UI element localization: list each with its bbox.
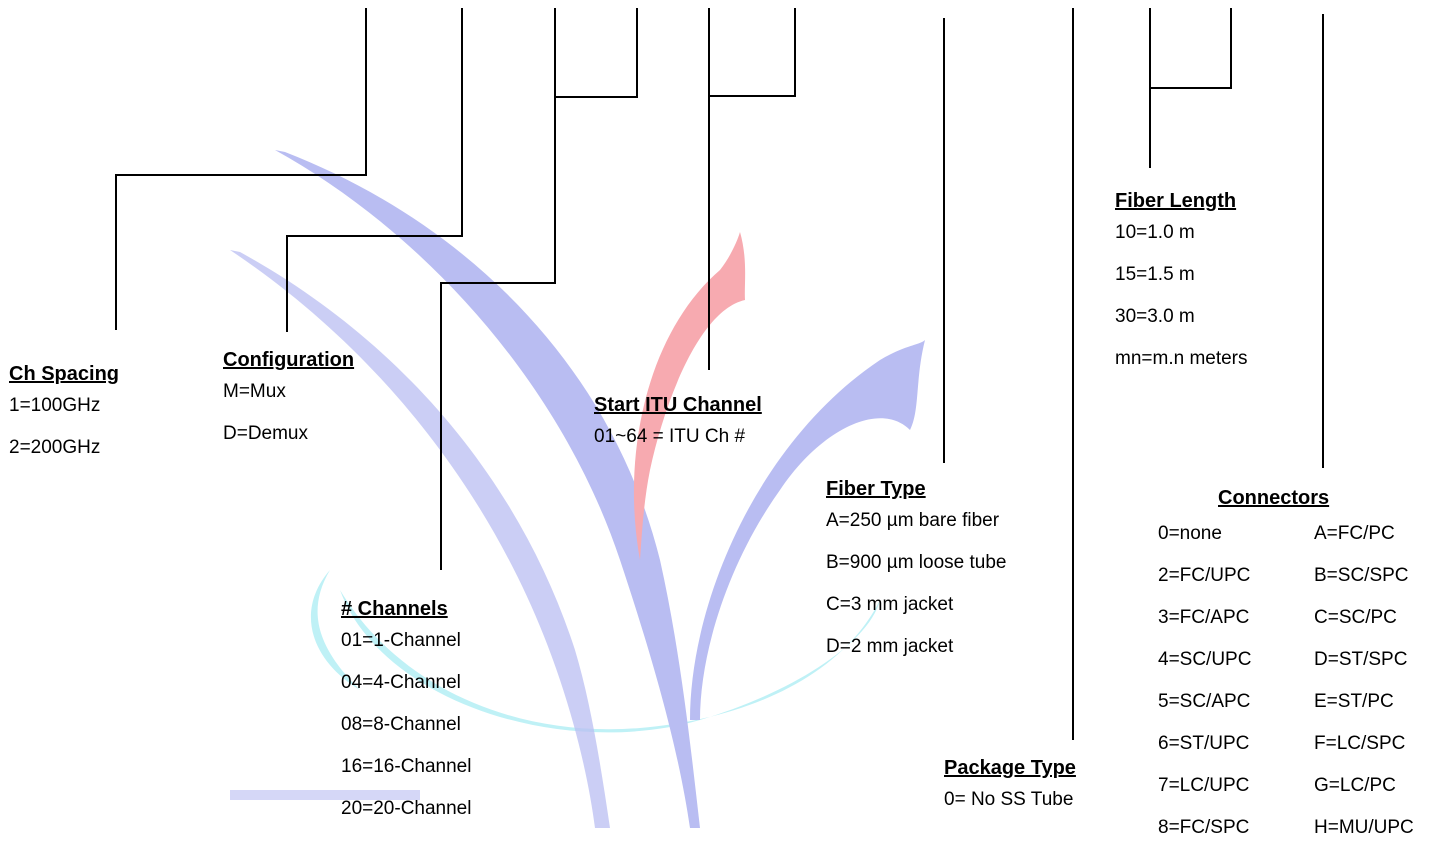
fiber-type-block: Fiber Type A=250 µm bare fiber B=900 µm … xyxy=(826,478,1006,679)
connector-right-option: H=MU/UPC xyxy=(1314,817,1414,838)
connector-left-option: 4=SC/UPC xyxy=(1158,649,1252,670)
connector-row: 8=FC/SPC H=MU/UPC xyxy=(1158,818,1448,860)
configuration-option: M=Mux xyxy=(223,381,286,402)
configuration-leader xyxy=(286,8,463,332)
watermark-logo xyxy=(230,150,925,828)
package-type-header: Package Type xyxy=(944,757,1076,779)
watermark-red-swoosh xyxy=(633,232,746,560)
connector-right-option: B=SC/SPC xyxy=(1314,565,1409,586)
start-itu-leader xyxy=(708,8,796,370)
channels-option: 08=8-Channel xyxy=(341,714,461,735)
callout-lines xyxy=(115,8,1324,740)
configuration-option: D=Demux xyxy=(223,423,308,444)
connectors-block: Connectors 0=none A=FC/PC 2=FC/UPC B=SC/… xyxy=(1158,487,1448,860)
connector-row: 3=FC/APC C=SC/PC xyxy=(1158,608,1448,650)
fiber-type-option: C=3 mm jacket xyxy=(826,594,954,615)
package-type-block: Package Type 0= No SS Tube xyxy=(944,757,1076,832)
connector-left-option: 7=LC/UPC xyxy=(1158,775,1250,796)
ch-spacing-leader xyxy=(115,8,367,330)
connector-row: 7=LC/UPC G=LC/PC xyxy=(1158,776,1448,818)
package-type-option: 0= No SS Tube xyxy=(944,789,1074,810)
ch-spacing-option: 1=100GHz xyxy=(9,395,101,416)
connector-right-option: E=ST/PC xyxy=(1314,691,1394,712)
watermark-blue-swoosh-left xyxy=(275,150,700,828)
channels-option: 04=4-Channel xyxy=(341,672,461,693)
connector-right-option: F=LC/SPC xyxy=(1314,733,1406,754)
connector-left-option: 3=FC/APC xyxy=(1158,607,1250,628)
connector-row: 4=SC/UPC D=ST/SPC xyxy=(1158,650,1448,692)
connector-left-option: 0=none xyxy=(1158,523,1222,544)
channels-leader xyxy=(440,8,638,570)
connector-left-option: 6=ST/UPC xyxy=(1158,733,1250,754)
ch-spacing-block: Ch Spacing 1=100GHz 2=200GHz xyxy=(9,363,119,480)
ch-spacing-header: Ch Spacing xyxy=(9,363,120,385)
connector-right-option: C=SC/PC xyxy=(1314,607,1397,628)
connector-row: 0=none A=FC/PC xyxy=(1158,524,1448,566)
connector-row: 2=FC/UPC B=SC/SPC xyxy=(1158,566,1448,608)
connector-row: 5=SC/APC E=ST/PC xyxy=(1158,692,1448,734)
connector-left-option: 8=FC/SPC xyxy=(1158,817,1250,838)
fiber-length-leader xyxy=(1149,8,1232,168)
connectors-header: Connectors xyxy=(1218,487,1330,509)
part-number-diagram: Ch Spacing 1=100GHz 2=200GHz Configurati… xyxy=(9,8,1414,838)
channels-block: # Channels 01=1-Channel 04=4-Channel 08=… xyxy=(341,598,471,841)
channels-option: 16=16-Channel xyxy=(341,756,472,777)
connector-right-option: G=LC/PC xyxy=(1314,775,1396,796)
fiber-length-option: 30=3.0 m xyxy=(1115,306,1195,327)
configuration-block: Configuration M=Mux D=Demux xyxy=(223,349,354,466)
fiber-type-option: A=250 µm bare fiber xyxy=(826,510,1000,531)
channels-header: # Channels xyxy=(341,598,448,620)
start-itu-block: Start ITU Channel 01~64 = ITU Ch # xyxy=(594,394,762,469)
fiber-type-option: B=900 µm loose tube xyxy=(826,552,1007,573)
start-itu-option: 01~64 = ITU Ch # xyxy=(594,426,746,447)
watermark-blue-swoosh-bottom xyxy=(230,790,420,800)
channels-option: 20=20-Channel xyxy=(341,798,472,819)
fiber-type-header: Fiber Type xyxy=(826,478,926,500)
watermark-blue-swoosh-right xyxy=(690,340,925,720)
fiber-length-option: mn=m.n meters xyxy=(1115,348,1248,369)
channels-option: 01=1-Channel xyxy=(341,630,461,651)
fiber-type-option: D=2 mm jacket xyxy=(826,636,954,657)
connector-left-option: 5=SC/APC xyxy=(1158,691,1251,712)
fiber-length-option: 10=1.0 m xyxy=(1115,222,1195,243)
configuration-header: Configuration xyxy=(223,349,355,371)
fiber-length-option: 15=1.5 m xyxy=(1115,264,1195,285)
ch-spacing-option: 2=200GHz xyxy=(9,437,101,458)
start-itu-header: Start ITU Channel xyxy=(594,394,762,416)
connector-left-option: 2=FC/UPC xyxy=(1158,565,1251,586)
connector-right-option: D=ST/SPC xyxy=(1314,649,1408,670)
connector-right-option: A=FC/PC xyxy=(1314,523,1395,544)
connector-row: 6=ST/UPC F=LC/SPC xyxy=(1158,734,1448,776)
fiber-length-block: Fiber Length 10=1.0 m 15=1.5 m 30=3.0 m … xyxy=(1115,190,1248,391)
fiber-length-header: Fiber Length xyxy=(1115,190,1237,212)
